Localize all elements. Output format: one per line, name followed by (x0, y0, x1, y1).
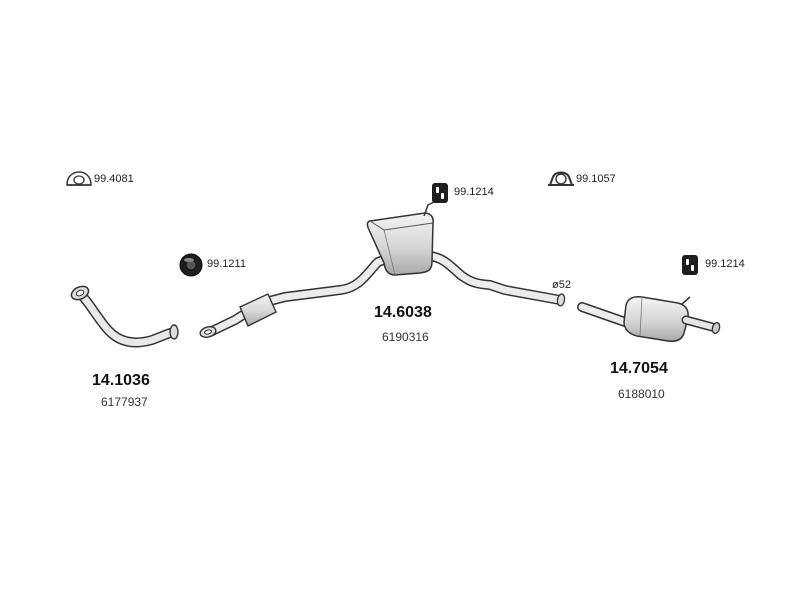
rubber-hanger-icon (432, 183, 448, 203)
rear-muffler-part-number: 14.7054 (610, 360, 668, 377)
rubber-hanger-icon (179, 253, 203, 277)
clamp-icon (548, 171, 574, 186)
hanger-center-code: 99.1214 (454, 186, 494, 198)
front-pipe-part[interactable] (69, 284, 179, 348)
hanger-rear-code: 99.1214 (705, 258, 745, 270)
front-pipe-outlet (169, 324, 179, 340)
center-muffler-body (366, 212, 434, 276)
center-pipe-outlet (556, 293, 566, 307)
rubber-hanger-icon (682, 255, 698, 275)
rear-muffler-body (623, 296, 689, 342)
gasket-icon (66, 171, 92, 186)
rear-muffler-part[interactable] (577, 296, 721, 342)
front-pipe-part-number: 14.1036 (92, 372, 150, 389)
hanger-front-code: 99.1211 (207, 258, 246, 270)
clamp-code: 99.1057 (576, 173, 616, 185)
rear-muffler-oem-number: 6188010 (618, 387, 665, 401)
pipe-diameter-label: ø52 (552, 279, 571, 291)
center-muffler-part-number: 14.6038 (374, 304, 432, 321)
pre-muffler-body (239, 293, 277, 327)
rear-muffler-bracket (681, 296, 691, 305)
center-muffler-part[interactable] (199, 200, 566, 339)
center-muffler-oem-number: 6190316 (382, 330, 429, 344)
front-pipe-oem-number: 6177937 (101, 395, 148, 409)
gasket-code: 99.4081 (94, 173, 134, 185)
